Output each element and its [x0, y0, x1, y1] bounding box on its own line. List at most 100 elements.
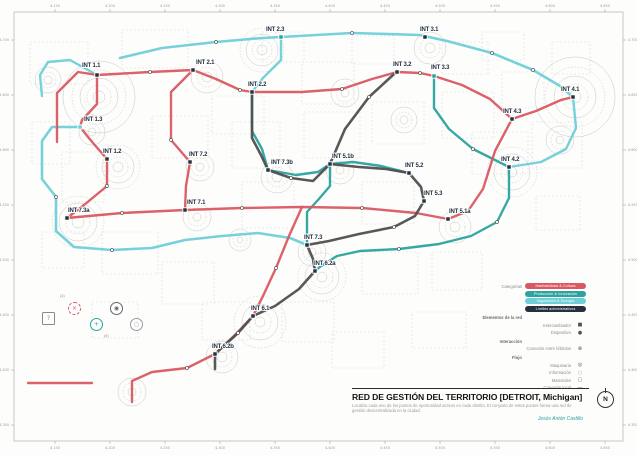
radial-guide [86, 84, 112, 110]
radial-guide [185, 152, 215, 182]
legend-row: Límites administrativos [468, 305, 586, 312]
node-label: INT 4.2 [501, 157, 520, 163]
parcel-boundary [351, 35, 395, 65]
ruler-tick-label: 4.250 [160, 4, 170, 8]
ruler-tick-label: 4.550 [0, 203, 9, 207]
legend-row: Intercambiador■ [468, 322, 586, 328]
radial-guide [101, 150, 135, 184]
radial-guide [39, 71, 57, 89]
parcel-boundary [441, 41, 489, 75]
node-label: INT 7.3 [304, 235, 323, 241]
legend-label: Intercambiador [543, 322, 571, 328]
route-red [65, 117, 514, 221]
ruler-tick-label: 4.500 [435, 4, 445, 8]
route-stop [274, 266, 278, 270]
ruler-tick-label: 4.200 [105, 4, 115, 8]
ruler-tick-label: 4.450 [380, 446, 390, 450]
drawing-subtitle: Localiza cada uno de los puntos de oport… [352, 403, 572, 414]
parcel-boundary [431, 251, 483, 291]
ruler-tick-label: 4.250 [160, 446, 170, 450]
ruler-tick-label: 4.550 [628, 203, 637, 207]
node-label: INT 4.3 [503, 109, 522, 115]
legend-row: Conexión entre híbridos⊗ [468, 346, 586, 352]
route-stop [148, 70, 152, 74]
node-marker [77, 124, 83, 130]
parcel-boundary [261, 31, 305, 63]
route-cyan [40, 125, 309, 252]
parcel-boundary [211, 95, 265, 135]
legend-category-pill: Límites administrativos [525, 305, 586, 312]
ruler-tick-label: 4.400 [325, 446, 335, 450]
legend-label: Conexión local [543, 385, 571, 391]
parcel-boundary [501, 71, 545, 109]
node-label: INT 6.2b [212, 344, 234, 350]
ruler-tick-label: 4.700 [0, 38, 9, 42]
route-red [169, 68, 195, 212]
node-marker [104, 156, 110, 162]
route-stop [471, 147, 475, 151]
radial-guide [211, 346, 233, 368]
node-label: INT 7.2 [189, 152, 208, 158]
parcel-boundary [361, 181, 415, 225]
radial-guide [424, 42, 436, 54]
legend-category-pill: Vegetación & Energía [525, 298, 586, 305]
radial-guide [493, 153, 531, 191]
ruler-tick-label: 4.300 [215, 446, 225, 450]
parcel-boundary [361, 251, 419, 295]
radial-guide [555, 135, 565, 145]
radial-guide [65, 209, 91, 235]
ruler-tick-label: 4.500 [435, 446, 445, 450]
ruler-tick-label: 4.350 [628, 423, 637, 427]
drawing-title: RED DE GESTIÓN DEL TERRITORIO [DETROIT, … [352, 391, 583, 402]
gear-icon: ◎ [577, 362, 583, 369]
legend-row: Flujo [468, 355, 586, 361]
route-stop [236, 331, 240, 335]
node-marker [312, 268, 318, 274]
legend-label: Categorías [501, 283, 522, 289]
radial-guide [335, 165, 345, 175]
radial-guide [236, 236, 244, 244]
radial-guide [232, 232, 248, 248]
node-label: INT 7.3a [68, 208, 90, 214]
route-stop [490, 51, 494, 55]
route-stop [340, 87, 344, 91]
north-label: N [603, 396, 608, 403]
ruler-tick-label: 4.150 [50, 446, 60, 450]
ruler-tick-label: 4.500 [628, 258, 637, 262]
radial-guide [43, 75, 53, 85]
radial-guide [330, 78, 360, 108]
parcel-boundary [411, 311, 467, 349]
radial-guide [87, 127, 97, 137]
radial-guide [190, 157, 210, 177]
node-label: INT 6.1 [251, 306, 270, 312]
radial-guide [297, 252, 347, 302]
ruler-tick-label: 4.450 [628, 313, 637, 317]
ruler-tick-label: 4.500 [0, 258, 9, 262]
radial-guide [233, 295, 287, 349]
route-stop [185, 366, 189, 370]
parcel-boundary [301, 61, 355, 105]
parcel-boundary [535, 195, 581, 231]
author-signature: Jesús Antón Castillo [537, 415, 583, 422]
radial-guide [248, 310, 272, 334]
ruler-tick-label: 4.650 [600, 446, 610, 450]
ruler-tick-label: 4.300 [215, 4, 225, 8]
parcel-boundary [161, 261, 215, 305]
radial-guide [256, 44, 268, 56]
node-label: INT 6.2a [314, 261, 336, 267]
node-marker [570, 94, 576, 100]
node-marker [265, 167, 271, 173]
route-stop [289, 176, 293, 180]
node-label: INT 2.1 [196, 60, 215, 66]
ruler-tick-label: 4.600 [0, 148, 9, 152]
radial-guide [107, 156, 129, 178]
radial-guide [112, 161, 124, 173]
parcel-boundary [231, 121, 281, 169]
north-compass-icon: N [597, 388, 614, 408]
node-label: INT 3.1 [420, 27, 439, 33]
radial-guide [330, 160, 350, 180]
title-block: RED DE GESTIÓN DEL TERRITORIO [DETROIT, … [352, 388, 589, 422]
radial-guide [95, 144, 141, 190]
